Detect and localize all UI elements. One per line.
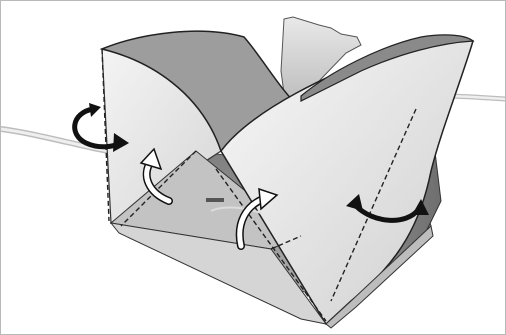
- illustration-frame: [0, 0, 506, 335]
- folding-box-illustration: [1, 1, 505, 334]
